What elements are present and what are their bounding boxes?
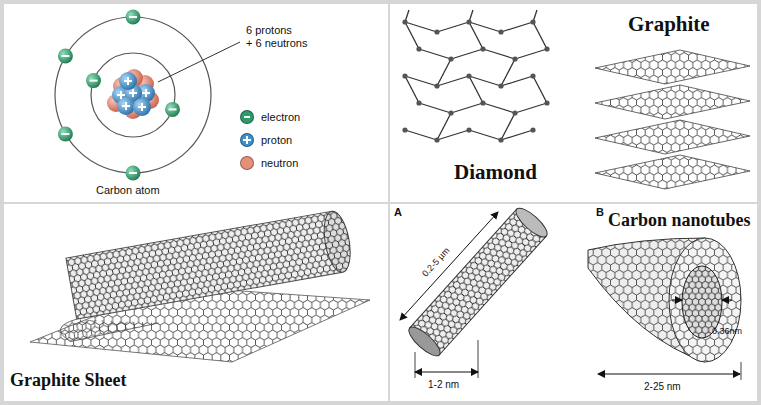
lattice-atom [466, 19, 471, 24]
lattice-bond [405, 130, 437, 140]
callout-text: 6 protons [246, 24, 292, 37]
lattice-atom [402, 19, 407, 24]
lattice-atom [498, 137, 503, 142]
lattice-bond [501, 76, 533, 86]
lattice-atom [466, 127, 471, 132]
legend-row: proton [240, 133, 292, 147]
legend-text: proton [261, 134, 292, 146]
lattice-atom [434, 83, 439, 88]
legend-row: electron [240, 110, 300, 124]
lattice-bond [451, 49, 483, 59]
panel-letter: A [394, 206, 402, 219]
lattice-atom [480, 100, 485, 105]
dimension-label: 0.36nm [712, 326, 742, 336]
lattice-atom [416, 100, 421, 105]
lattice-bond [533, 76, 547, 103]
lattice-bond [405, 22, 419, 49]
lattice-bond [419, 49, 451, 59]
legend-text: electron [261, 111, 300, 123]
lattice-atom [512, 56, 517, 61]
caption-label: Carbon atom [96, 184, 160, 197]
lattice-bond [501, 130, 533, 140]
lattice-atom [512, 110, 517, 115]
structure-title: Diamond [454, 160, 537, 184]
legend-swatch [240, 133, 254, 147]
lattice-bond [469, 130, 501, 140]
lattice-bond [437, 76, 469, 86]
lattice-atom [544, 46, 549, 51]
dimension-label: 1-2 nm [428, 379, 459, 391]
lattice-bond [515, 49, 547, 59]
lattice-atom [466, 73, 471, 78]
lattice-bond [451, 103, 483, 113]
callout-text: + 6 neutrons [246, 37, 307, 50]
lattice-bond [437, 22, 469, 32]
carbon-atom [55, 10, 240, 181]
graphite-sheet [30, 209, 370, 362]
lattice-bond [405, 76, 419, 103]
graphite-layers [595, 50, 750, 189]
lattice-bond [437, 130, 469, 140]
lattice-atom [480, 46, 485, 51]
structure-title: Graphite Sheet [10, 370, 127, 391]
lattice-bond [419, 103, 451, 113]
lattice-atom [402, 73, 407, 78]
lattice-atom [416, 46, 421, 51]
structure-title: Carbon nanotubes [608, 210, 751, 231]
panel [4, 204, 388, 401]
lattice-atom [530, 73, 535, 78]
panel [4, 4, 388, 202]
lattice-atom [498, 29, 503, 34]
lattice-bond [469, 22, 483, 49]
lattice-bond [501, 22, 533, 32]
lattice-bond [533, 22, 547, 49]
lattice-atom [530, 127, 535, 132]
swatch-mark [244, 116, 250, 118]
lattice-atom [530, 19, 535, 24]
lattice-atom [498, 83, 503, 88]
legend-swatch [240, 110, 254, 124]
lattice-bond [515, 103, 547, 113]
legend-swatch [240, 156, 254, 170]
panel [390, 204, 757, 401]
lattice-atom [448, 110, 453, 115]
structure-title: Graphite [628, 12, 710, 36]
nanotube-b [588, 238, 741, 380]
dimension-label: 2-25 nm [644, 381, 681, 393]
lattice-atom [434, 29, 439, 34]
nanotube-a [400, 204, 551, 378]
leader-line [158, 42, 240, 82]
legend-row: neutron [240, 156, 298, 170]
lattice-bond [483, 49, 515, 59]
lattice-bond [469, 76, 483, 103]
diamond-lattice [402, 10, 549, 143]
lattice-atom [544, 100, 549, 105]
lattice-bond [483, 103, 515, 113]
panel-letter: B [596, 206, 604, 219]
swatch-mark [246, 136, 248, 144]
lattice-atom [434, 137, 439, 142]
panel [390, 4, 757, 202]
lattice-atom [448, 56, 453, 61]
lattice-atom [402, 127, 407, 132]
legend-text: neutron [261, 157, 298, 169]
